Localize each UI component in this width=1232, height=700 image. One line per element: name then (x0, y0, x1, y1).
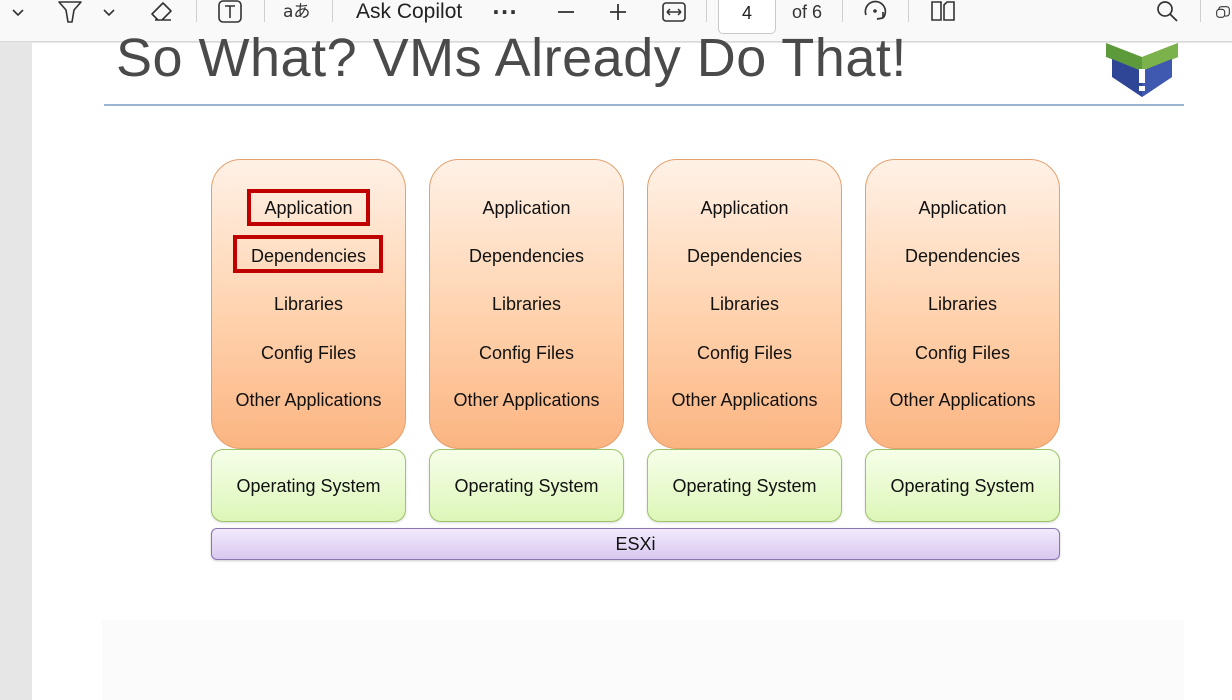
logo-icon (1104, 43, 1180, 99)
slide-title: So What? VMs Already Do That! (116, 28, 907, 88)
esxi-hypervisor-layer: ESXi (211, 528, 1060, 560)
os-layer: Operating System (647, 449, 842, 522)
layer-config-files: Config Files (260, 343, 357, 363)
os-layer: Operating System (429, 449, 624, 522)
vm-container: Application Dependencies Libraries Confi… (865, 159, 1060, 449)
text-box-icon[interactable] (216, 0, 244, 24)
page-view-icon[interactable] (928, 0, 958, 24)
translate-icon[interactable]: aあ (282, 0, 312, 24)
search-icon[interactable] (1154, 0, 1180, 24)
layer-config-files: Config Files (478, 343, 575, 363)
layer-libraries: Libraries (491, 294, 562, 314)
layer-config-files: Config Files (914, 343, 1011, 363)
rotate-icon[interactable] (860, 0, 890, 24)
fit-width-icon[interactable] (660, 0, 688, 24)
title-divider (104, 104, 1184, 106)
layer-dependencies: Dependencies (468, 246, 585, 266)
page-count: of 6 (792, 2, 823, 22)
layer-application: Application (700, 198, 789, 218)
layer-other-applications: Other Applications (889, 390, 1036, 410)
page-number-input[interactable]: 4 (718, 0, 776, 34)
layer-application: Application (264, 198, 353, 218)
slide-footer-area (102, 620, 1184, 700)
document-gutter (0, 43, 32, 700)
layer-application: Application (918, 198, 1007, 218)
zoom-out-icon[interactable] (554, 0, 578, 24)
copilot-icon[interactable] (1216, 0, 1232, 24)
os-label: Operating System (236, 476, 381, 496)
vm-container: Application Dependencies Libraries Confi… (647, 159, 842, 449)
layer-config-files: Config Files (696, 343, 793, 363)
layer-dependencies: Dependencies (250, 246, 367, 266)
layer-other-applications: Other Applications (453, 390, 600, 410)
svg-text:aあ: aあ (283, 2, 310, 22)
layer-libraries: Libraries (273, 294, 344, 314)
vm-container: Application Dependencies Libraries Confi… (211, 159, 406, 449)
highlight-box-application (247, 189, 370, 226)
pdf-toolbar: aあ Ask Copilot ··· 4 of 6 (0, 0, 1232, 42)
os-label: Operating System (672, 476, 817, 496)
os-layer: Operating System (865, 449, 1060, 522)
os-layer: Operating System (211, 449, 406, 522)
chevron-down-icon[interactable] (8, 2, 28, 22)
more-icon[interactable]: ··· (492, 0, 518, 24)
zoom-in-icon[interactable] (606, 0, 630, 24)
layer-dependencies: Dependencies (686, 246, 803, 266)
layer-dependencies: Dependencies (904, 246, 1021, 266)
layer-libraries: Libraries (709, 294, 780, 314)
ask-copilot-button[interactable]: Ask Copilot (356, 0, 463, 23)
layer-other-applications: Other Applications (235, 390, 382, 410)
layer-application: Application (482, 198, 571, 218)
eraser-icon[interactable] (148, 0, 176, 24)
vm-container: Application Dependencies Libraries Confi… (429, 159, 624, 449)
os-label: Operating System (890, 476, 1035, 496)
os-label: Operating System (454, 476, 599, 496)
esxi-label: ESXi (615, 534, 656, 554)
layer-libraries: Libraries (927, 294, 998, 314)
chevron-down-icon[interactable] (100, 3, 118, 21)
layer-other-applications: Other Applications (671, 390, 818, 410)
highlighter-icon[interactable] (56, 0, 84, 24)
highlight-box-dependencies (233, 235, 383, 273)
